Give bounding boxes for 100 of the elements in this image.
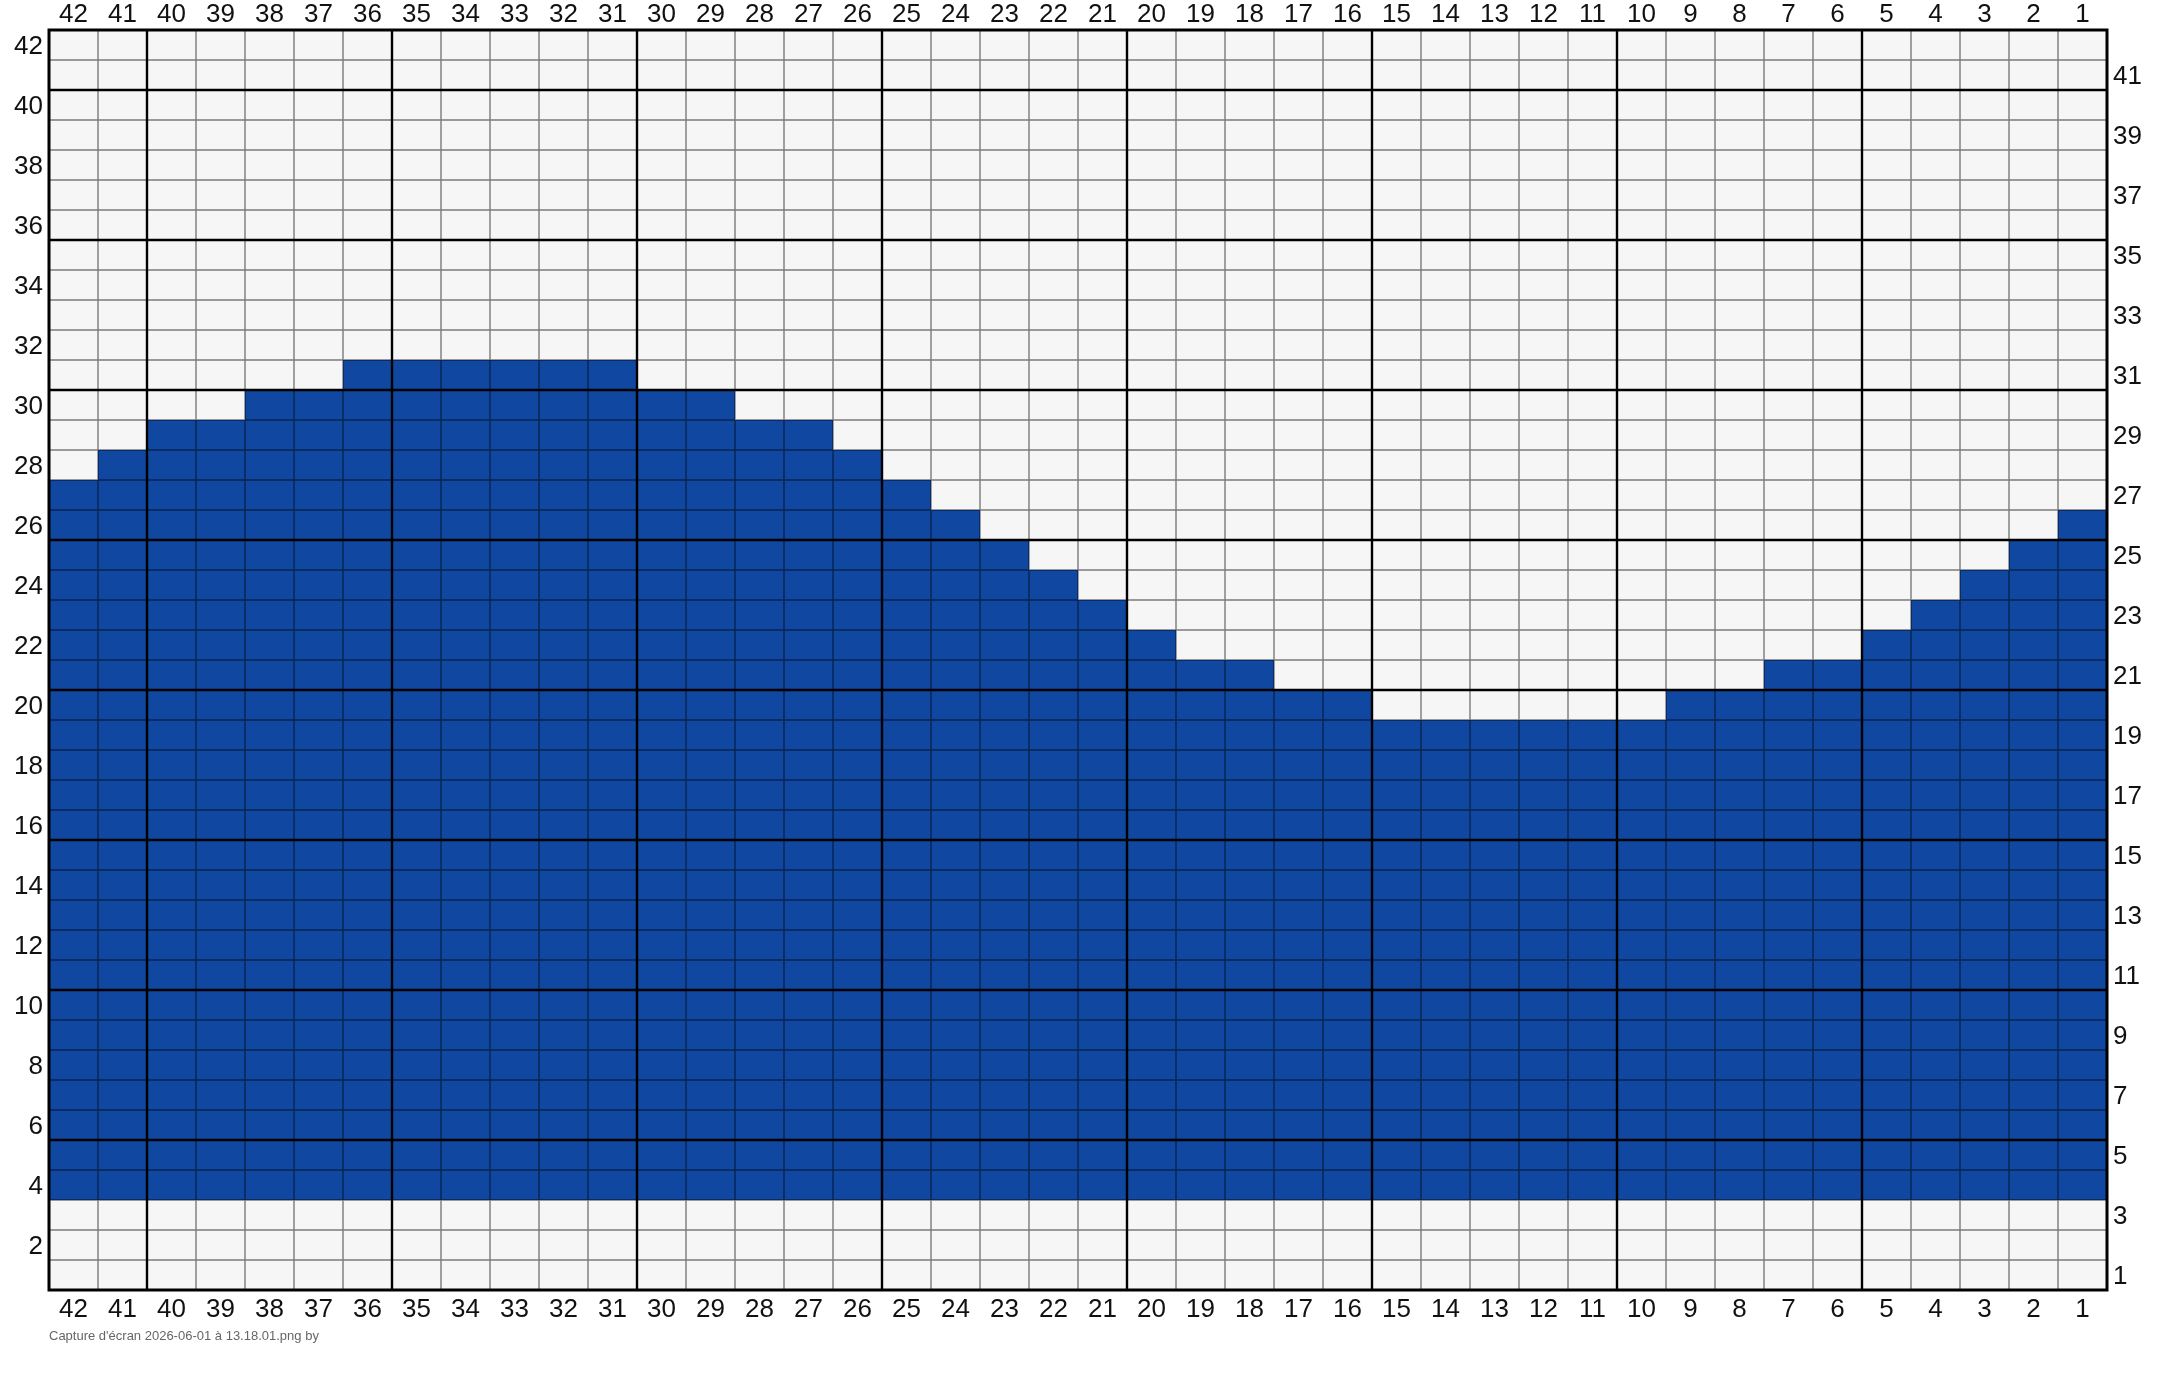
column-number: 15	[1382, 0, 1411, 26]
column-number: 14	[1431, 1295, 1460, 1321]
column-number: 39	[206, 1295, 235, 1321]
column-number: 8	[1732, 0, 1747, 26]
column-number: 24	[941, 1295, 970, 1321]
column-number: 7	[1781, 1295, 1796, 1321]
column-number: 40	[157, 1295, 186, 1321]
column-number: 14	[1431, 0, 1460, 26]
column-number: 19	[1186, 1295, 1215, 1321]
row-number: 11	[2113, 962, 2140, 988]
column-number: 34	[451, 1295, 480, 1321]
column-number: 32	[549, 0, 578, 26]
column-number: 4	[1928, 0, 1943, 26]
column-number: 32	[549, 1295, 578, 1321]
row-number: 26	[14, 512, 43, 538]
row-number: 2	[28, 1232, 43, 1258]
row-number: 24	[14, 572, 43, 598]
column-number: 13	[1480, 1295, 1509, 1321]
column-number: 41	[108, 0, 137, 26]
column-number: 10	[1627, 0, 1656, 26]
column-number: 39	[206, 0, 235, 26]
column-number: 37	[304, 0, 333, 26]
column-number: 17	[1284, 1295, 1313, 1321]
column-number: 26	[843, 1295, 872, 1321]
row-number: 12	[14, 932, 43, 958]
column-number: 33	[500, 1295, 529, 1321]
column-number: 5	[1879, 1295, 1894, 1321]
column-number: 40	[157, 0, 186, 26]
column-number: 20	[1137, 0, 1166, 26]
row-number: 36	[14, 212, 43, 238]
row-number: 29	[2113, 422, 2142, 448]
row-number: 41	[2113, 62, 2142, 88]
row-number: 31	[2113, 362, 2142, 388]
column-number: 3	[1977, 0, 1992, 26]
row-number: 16	[14, 812, 43, 838]
row-number: 9	[2113, 1022, 2128, 1048]
column-number: 42	[59, 0, 88, 26]
column-number: 8	[1732, 1295, 1747, 1321]
column-number: 27	[794, 1295, 823, 1321]
column-number: 12	[1529, 0, 1558, 26]
column-number: 18	[1235, 1295, 1264, 1321]
row-number: 13	[2113, 902, 2142, 928]
row-number: 27	[2113, 482, 2142, 508]
column-number: 37	[304, 1295, 333, 1321]
row-number: 38	[14, 152, 43, 178]
image-caption: Capture d'écran 2026-06-01 à 13.18.01.png by	[49, 1328, 319, 1344]
row-number: 4	[28, 1172, 43, 1198]
column-number: 28	[745, 0, 774, 26]
column-number: 25	[892, 1295, 921, 1321]
row-number: 32	[14, 332, 43, 358]
row-number: 21	[2113, 662, 2142, 688]
row-number: 15	[2113, 842, 2142, 868]
row-number: 7	[2113, 1082, 2128, 1108]
column-number: 7	[1781, 0, 1796, 26]
row-number: 1	[2113, 1262, 2128, 1288]
row-number: 3	[2113, 1202, 2128, 1228]
row-number: 22	[14, 632, 43, 658]
column-number: 29	[696, 0, 725, 26]
column-number: 5	[1879, 0, 1894, 26]
column-number: 27	[794, 0, 823, 26]
column-number: 34	[451, 0, 480, 26]
column-number: 22	[1039, 1295, 1068, 1321]
column-number: 26	[843, 0, 872, 26]
column-number: 24	[941, 0, 970, 26]
column-number: 3	[1977, 1295, 1992, 1321]
row-number: 40	[14, 92, 43, 118]
column-number: 18	[1235, 0, 1264, 26]
column-number: 19	[1186, 0, 1215, 26]
row-number: 37	[2113, 182, 2142, 208]
row-number: 25	[2113, 542, 2142, 568]
column-number: 35	[402, 0, 431, 26]
column-number: 30	[647, 0, 676, 26]
column-number: 23	[990, 0, 1019, 26]
column-number: 6	[1830, 1295, 1845, 1321]
column-number: 15	[1382, 1295, 1411, 1321]
row-number: 10	[14, 992, 43, 1018]
column-number: 28	[745, 1295, 774, 1321]
column-number: 23	[990, 1295, 1019, 1321]
column-number: 16	[1333, 1295, 1362, 1321]
row-number: 35	[2113, 242, 2142, 268]
row-number: 19	[2113, 722, 2142, 748]
column-number: 38	[255, 0, 284, 26]
column-number: 9	[1683, 0, 1698, 26]
row-number: 28	[14, 452, 43, 478]
column-number: 21	[1088, 0, 1117, 26]
column-number: 41	[108, 1295, 137, 1321]
row-number: 5	[2113, 1142, 2128, 1168]
row-number: 39	[2113, 122, 2142, 148]
column-number: 17	[1284, 0, 1313, 26]
column-number: 31	[598, 0, 627, 26]
column-number: 12	[1529, 1295, 1558, 1321]
column-number: 11	[1579, 1295, 1606, 1321]
column-number: 33	[500, 0, 529, 26]
column-number: 11	[1579, 0, 1606, 26]
column-number: 16	[1333, 0, 1362, 26]
row-number: 34	[14, 272, 43, 298]
column-number: 22	[1039, 0, 1068, 26]
row-number: 20	[14, 692, 43, 718]
column-number: 20	[1137, 1295, 1166, 1321]
row-number: 42	[14, 32, 43, 58]
